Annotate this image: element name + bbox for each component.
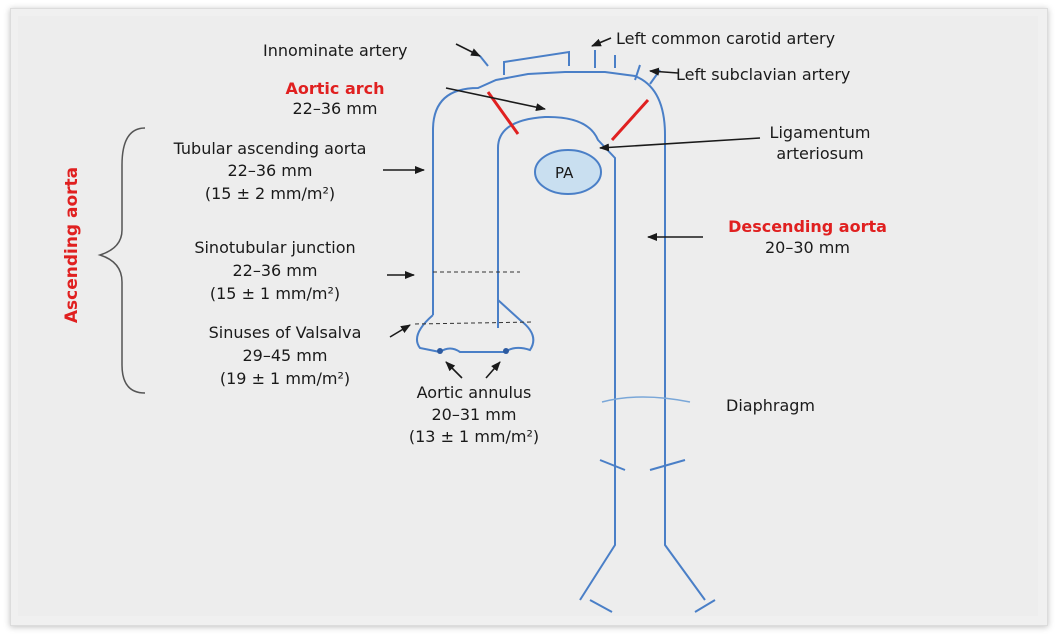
sinuses-bulge: [417, 300, 533, 352]
arrow-subclavian: [650, 71, 678, 73]
sinotubular-size: 22–36 mm: [170, 260, 380, 281]
aortic-arch-title: Aortic arch: [260, 78, 410, 99]
sinotubular-index: (15 ± 1 mm/m²): [170, 283, 380, 304]
iliac-left-leg: [590, 600, 612, 612]
annulus-size: 20–31 mm: [384, 404, 564, 425]
arrow-annulus-left: [446, 362, 462, 378]
annulus-dot-right: [503, 348, 509, 354]
arrow-sinuses: [390, 325, 410, 337]
ascending-brace: [100, 128, 145, 393]
sinotubular-title: Sinotubular junction: [170, 237, 380, 258]
descending-size: 20–30 mm: [700, 237, 915, 258]
iliac-left-cut: [600, 460, 625, 470]
aortic-arch-size: 22–36 mm: [260, 98, 410, 119]
arch-markers: [488, 92, 648, 140]
tubular-title: Tubular ascending aorta: [150, 138, 390, 159]
annulus-title: Aortic annulus: [384, 382, 564, 403]
arrow-annulus-right: [486, 362, 500, 378]
arrow-arch: [446, 88, 545, 109]
iliac-right-leg: [695, 600, 715, 612]
annulus-dot-left: [437, 348, 443, 354]
ligamentum-label-line2: arteriosum: [740, 143, 900, 164]
aorta-outline: [417, 50, 715, 612]
sinus-line: [415, 322, 533, 324]
tubular-size: 22–36 mm: [150, 160, 390, 181]
innominate-left-wall: [480, 56, 488, 66]
pointer-arrows: [383, 38, 760, 378]
arrow-innominate: [456, 44, 480, 56]
sinuses-title: Sinuses of Valsalva: [180, 322, 390, 343]
sinuses-size: 29–45 mm: [180, 345, 390, 366]
annulus-index: (13 ± 1 mm/m²): [384, 426, 564, 447]
arch-marker-right: [612, 100, 648, 140]
ascending-aorta-label: Ascending aorta: [62, 167, 82, 323]
arrow-ligamentum: [600, 138, 760, 148]
tubular-index: (15 ± 2 mm/m²): [150, 183, 390, 204]
pa-label: PA: [555, 164, 574, 182]
diaphragm-label: Diaphragm: [726, 395, 815, 416]
sinuses-index: (19 ± 1 mm/m²): [180, 368, 390, 389]
descending-title: Descending aorta: [700, 216, 915, 237]
arrow-carotid: [592, 38, 611, 46]
ligamentum-label-line1: Ligamentum: [740, 122, 900, 143]
iliac-right-cut: [650, 460, 685, 470]
left-common-carotid-label: Left common carotid artery: [616, 28, 835, 49]
innominate-label: Innominate artery: [263, 40, 408, 61]
left-subclavian-label: Left subclavian artery: [676, 64, 850, 85]
